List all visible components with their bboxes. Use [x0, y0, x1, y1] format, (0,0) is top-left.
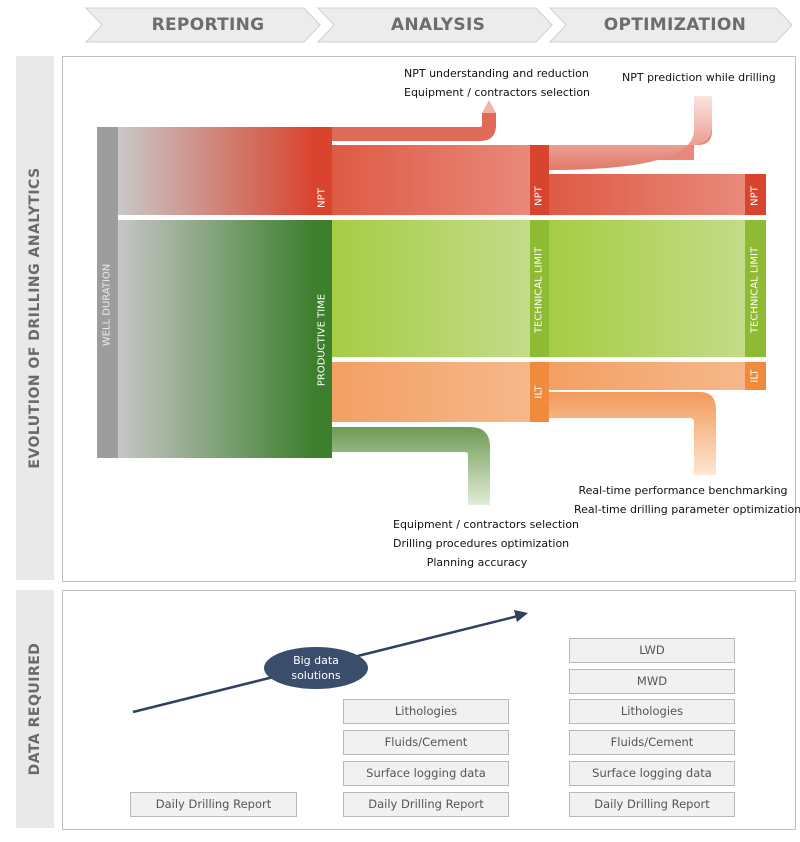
bar-technical-limit-2	[745, 220, 766, 357]
label-ilt-2: ILT	[749, 369, 761, 383]
label-npt-1: NPT	[316, 188, 328, 208]
note-realtime: Real-time performance benchmarking Real-…	[574, 481, 800, 519]
chevron-analysis	[316, 7, 553, 43]
bar-productive-time	[313, 220, 332, 458]
flow-analysis-ilt	[332, 362, 530, 422]
data-box-opt-mwd: MWD	[569, 669, 735, 694]
bar-ilt-1	[530, 362, 549, 422]
chevron-reporting	[84, 7, 321, 43]
note-analysis-bottom: Equipment / contractors selection Drilli…	[393, 515, 580, 572]
label-well-duration: WELL DURATION	[101, 263, 113, 347]
note-realtime-benchmarking: Real-time performance benchmarking	[578, 484, 788, 497]
evolution-side-label: EVOLUTION OF DRILLING ANALYTICS	[16, 56, 54, 580]
flow-analysis-productive-out	[332, 427, 490, 505]
stage-chevrons	[84, 7, 793, 43]
note-npt-prediction: NPT prediction while drilling	[622, 71, 776, 84]
data-box-opt-ddr: Daily Drilling Report	[569, 792, 735, 817]
sankey-diagram	[97, 96, 766, 505]
arrow-npt-understanding	[480, 113, 496, 141]
flow-optimization-npt	[549, 174, 745, 215]
label-technical-limit-2: TECHNICAL LIMIT	[749, 246, 761, 334]
stage-analysis: ANALYSIS	[390, 15, 486, 35]
data-box-reporting-ddr: Daily Drilling Report	[130, 792, 297, 817]
flow-npt-understanding	[332, 127, 480, 141]
data-required-side-label: DATA REQUIRED	[16, 590, 54, 828]
flow-realtime-out	[549, 392, 716, 475]
note-equipment-selection-top: Equipment / contractors selection	[404, 86, 591, 99]
bar-ilt-2	[745, 362, 766, 390]
label-ilt-1: ILT	[533, 385, 545, 399]
stage-optimization: OPTIMIZATION	[603, 15, 747, 35]
data-box-analysis-ddr: Daily Drilling Report	[343, 792, 509, 817]
data-box-opt-surface: Surface logging data	[569, 761, 735, 786]
flow-reporting-productive	[118, 220, 313, 458]
note-equipment-selection-bottom: Equipment / contractors selection	[393, 518, 580, 531]
flow-optimization-technical-limit	[549, 220, 745, 357]
big-data-ellipse: Big data solutions	[264, 647, 368, 689]
label-npt-3: NPT	[749, 186, 761, 206]
bar-well-duration	[97, 127, 118, 458]
big-data-line-2: solutions	[291, 669, 341, 682]
data-box-analysis-surface: Surface logging data	[343, 761, 509, 786]
label-npt-2: NPT	[533, 186, 545, 206]
data-box-opt-lwd: LWD	[569, 638, 735, 663]
trend-arrow-head	[514, 610, 528, 622]
bar-npt-2	[530, 145, 549, 215]
data-box-opt-lithologies: Lithologies	[569, 699, 735, 724]
arrow-npt-understanding-tip	[482, 100, 496, 113]
data-box-analysis-fluids: Fluids/Cement	[343, 730, 509, 755]
label-technical-limit-1: TECHNICAL LIMIT	[533, 246, 545, 334]
flow-reporting-npt	[118, 127, 313, 215]
note-realtime-optimization: Real-time drilling parameter optimizatio…	[574, 503, 800, 516]
big-data-line-1: Big data	[293, 654, 339, 667]
data-box-analysis-lithologies: Lithologies	[343, 699, 509, 724]
note-drilling-procedures: Drilling procedures optimization	[393, 537, 570, 550]
bar-npt-1	[313, 127, 332, 215]
flow-analysis-technical-limit	[332, 220, 530, 357]
flow-npt-prediction	[549, 96, 712, 170]
label-productive-time: PRODUCTIVE TIME	[316, 293, 328, 387]
flow-optimization-ilt	[549, 362, 745, 390]
chevron-optimization	[548, 7, 793, 43]
note-npt-understanding: NPT understanding and reduction	[404, 67, 589, 80]
data-box-opt-fluids: Fluids/Cement	[569, 730, 735, 755]
bar-technical-limit-1	[530, 220, 549, 357]
flow-analysis-npt	[332, 145, 530, 215]
stage-reporting: REPORTING	[151, 15, 265, 35]
note-planning-accuracy: Planning accuracy	[426, 556, 528, 569]
bar-npt-3	[745, 174, 766, 215]
note-npt-analysis: NPT understanding and reduction Equipmen…	[404, 64, 591, 102]
